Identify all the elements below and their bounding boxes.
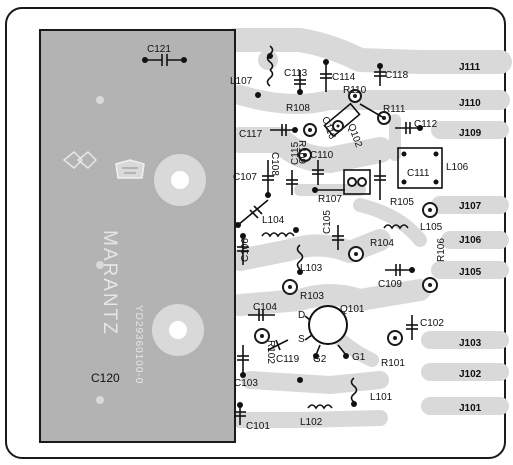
label-r107: R107 [318,194,342,205]
label-r103: R103 [300,291,324,302]
label-c110: C110 [310,150,334,161]
label-c108: C108 [269,152,280,176]
label-pin-s: S [298,334,305,345]
shield-body [39,29,236,443]
label-c104: C104 [253,302,277,313]
label-pin-d: D [298,310,305,321]
inductor-l105-coil [383,224,409,230]
label-r105: R105 [390,197,414,208]
inductor-l103-coil [296,244,304,270]
label-pin-g2: G2 [313,354,327,365]
label-l106: L106 [446,162,469,173]
label-r102: R102 [265,340,276,364]
inductor-l106-can [397,147,443,189]
jack-labels: J111 J110 J109 J107 J106 J105 J103 J102 … [459,62,482,414]
label-j102: J102 [459,369,482,380]
label-c114: C114 [332,72,356,83]
label-c119: C119 [276,354,300,365]
label-l107: L107 [230,76,253,87]
logo-trim-icon [62,150,98,170]
label-l101: L101 [370,392,393,403]
label-c107: C107 [233,172,257,183]
label-pin-g1: G1 [352,352,366,363]
label-r101: R101 [381,358,405,369]
label-r110: R110 [343,85,367,96]
label-r111: R111 [383,104,406,115]
inductor-l102-coil [307,404,333,410]
label-c121: C121 [147,44,171,55]
component-labels: L107 C113 C114 C118 R108 R110 R111 C117 … [230,68,469,432]
label-c112: C112 [414,119,438,130]
label-c105: C105 [322,210,333,234]
label-c115: C115 [290,141,301,165]
ic-block [343,169,371,195]
label-j101: J101 [459,403,482,414]
label-c102: C102 [420,318,444,329]
transistor-q101-body [308,305,348,345]
label-q101: Q101 [340,304,365,315]
label-l104: L104 [262,215,285,226]
label-c113: C113 [284,68,308,79]
label-c120: C120 [91,371,120,385]
label-l102: L102 [300,417,323,428]
label-j109: J109 [459,128,482,139]
label-r104: R104 [370,238,394,249]
label-j111: J111 [459,62,481,73]
label-c103: C103 [234,378,258,389]
cap-c121: C121 [142,44,187,66]
part-number-text: YD29360100-0 [133,305,144,384]
label-j106: J106 [459,235,482,246]
label-c109: C109 [378,279,402,290]
marantz-logo-icon [115,159,145,179]
brand-text: MARANTZ [99,230,120,336]
label-r109: R109 [296,140,307,164]
label-c106: C106 [240,238,251,262]
label-r108: R108 [286,103,310,114]
label-j107: J107 [459,201,482,212]
label-c118: C118 [385,70,409,81]
label-c111: C111 [407,168,430,179]
inductor-l107-coil [266,45,274,87]
label-l103: L103 [300,263,323,274]
label-j105: J105 [459,267,482,278]
label-c101: C101 [246,421,270,432]
inductor-l101-coil [350,377,358,403]
label-l105: L105 [420,222,443,233]
label-c117: C117 [239,129,263,140]
label-j110: J110 [459,98,481,109]
label-j103: J103 [459,338,482,349]
shield-c120: MARANTZ YD29360100-0 C120 [39,29,236,443]
label-r106: R106 [436,238,447,262]
inductor-l104-coil [261,232,295,238]
component-symbols [234,45,443,425]
